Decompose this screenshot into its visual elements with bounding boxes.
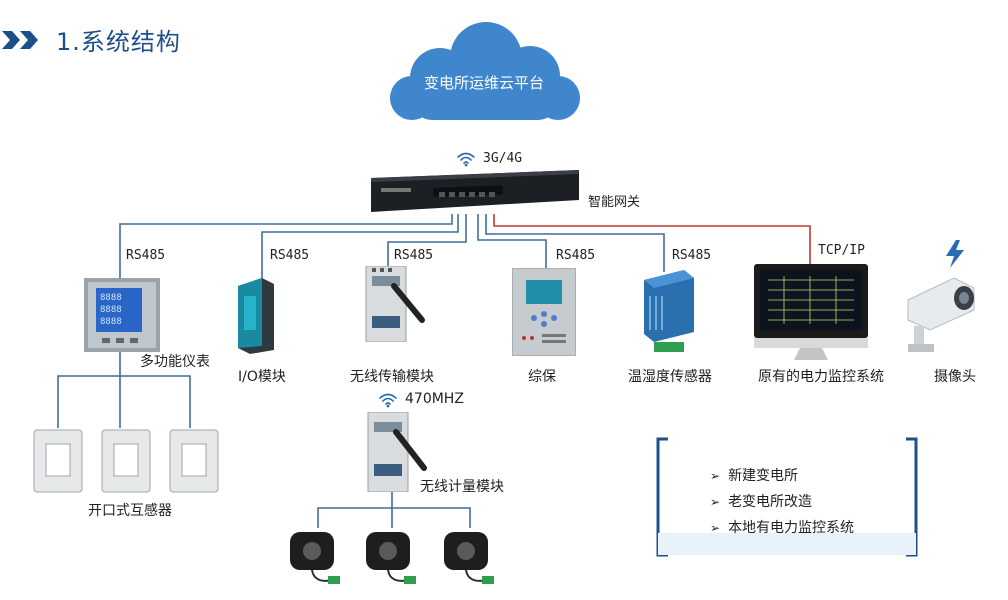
gateway-device xyxy=(371,170,579,212)
tcpip-label: TCP/IP xyxy=(818,243,865,258)
arrow-icon: ➢ xyxy=(710,469,721,483)
link-ct2 xyxy=(120,375,191,428)
protection-relay-device xyxy=(512,268,576,356)
protect-label: 综保 xyxy=(528,369,556,385)
link-sensor xyxy=(485,214,665,272)
scenario-item: ➢老变电所改造 xyxy=(710,494,813,510)
svg-text:8888: 8888 xyxy=(100,293,122,303)
lightning-icon xyxy=(946,240,964,268)
frequency-label: 470MHZ xyxy=(405,391,464,407)
rs485-label: RS485 xyxy=(126,248,166,263)
scenario-frame xyxy=(656,437,918,557)
rs485-label: RS485 xyxy=(556,248,596,263)
scenario-item: ➢本地有电力监控系统 xyxy=(710,520,855,536)
monitor-device xyxy=(754,264,868,360)
io-label: I/O模块 xyxy=(238,369,286,385)
signal-label: 3G/4G xyxy=(483,151,523,166)
svg-text:8888: 8888 xyxy=(100,317,122,327)
wireless-meter-label: 无线计量模块 xyxy=(420,479,504,495)
wireless-module-device xyxy=(365,266,425,342)
svg-text:8888: 8888 xyxy=(100,305,122,315)
link-io xyxy=(261,214,459,282)
clamp-ct-group xyxy=(290,532,494,584)
wireless-meter-device xyxy=(367,412,427,492)
page-title: 1.系统结构 xyxy=(56,28,181,56)
wireless-label: 无线传输模块 xyxy=(350,369,434,385)
link-protect xyxy=(477,214,547,270)
link-monitor-red xyxy=(493,214,811,270)
ct-label: 开口式互感器 xyxy=(88,503,172,519)
meter-label: 多功能仪表 xyxy=(140,354,210,370)
scenario-box: ➢新建变电所 ➢老变电所改造 ➢本地有电力监控系统 xyxy=(656,437,918,557)
link-meter xyxy=(119,214,453,282)
arrow-icon: ➢ xyxy=(710,495,721,509)
camera-device xyxy=(907,277,975,352)
link-wireless xyxy=(387,214,467,268)
double-chevron-icon xyxy=(2,30,38,49)
gateway-label: 智能网关 xyxy=(588,195,641,210)
arrow-icon: ➢ xyxy=(710,521,721,535)
link-wct1 xyxy=(317,492,393,528)
monitor-label: 原有的电力监控系统 xyxy=(758,369,884,385)
rs485-label: RS485 xyxy=(270,248,310,263)
io-module-device xyxy=(238,278,274,354)
temp-humidity-sensor-device xyxy=(644,270,694,352)
rs485-label: RS485 xyxy=(672,248,712,263)
link-wct3 xyxy=(392,507,471,528)
header: 1.系统结构 xyxy=(0,22,181,57)
link-ct1 xyxy=(57,352,121,428)
meter-device: 8888 8888 8888 xyxy=(84,278,160,352)
wifi-icon xyxy=(457,152,475,167)
scenario-item: ➢新建变电所 xyxy=(710,468,799,484)
rs485-label: RS485 xyxy=(394,248,434,263)
sensor-label: 温湿度传感器 xyxy=(628,369,712,385)
cloud-icon xyxy=(390,22,580,120)
ct-group xyxy=(33,429,219,493)
camera-label: 摄像头 xyxy=(934,369,976,385)
wifi-icon xyxy=(379,393,397,408)
cloud-label: 变电所运维云平台 xyxy=(423,74,544,92)
